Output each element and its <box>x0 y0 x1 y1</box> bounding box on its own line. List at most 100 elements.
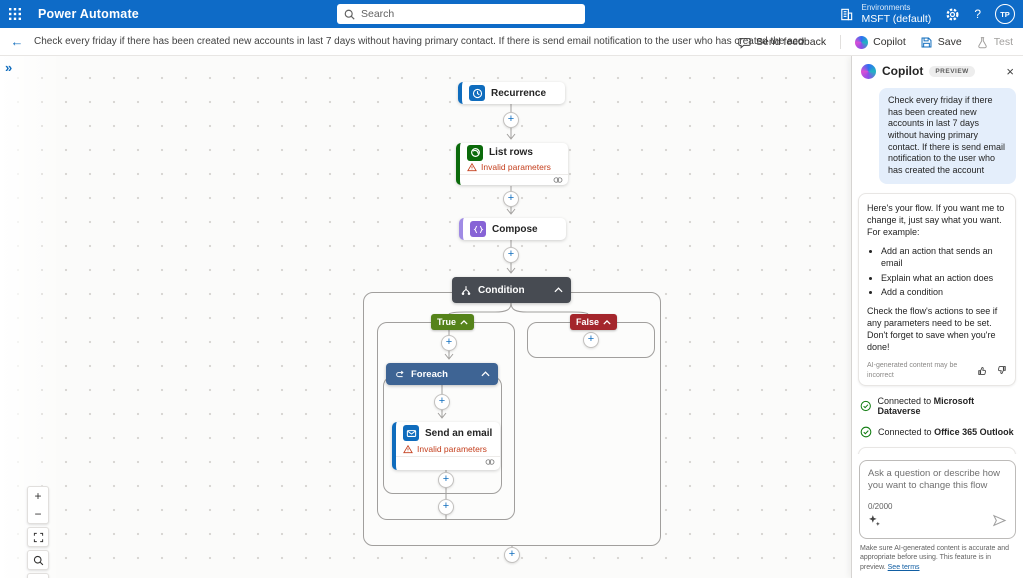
insert-action-button[interactable]: + <box>503 191 519 207</box>
insert-action-button[interactable]: + <box>434 394 450 410</box>
copilot-conversation[interactable]: Check every friday if there has been cre… <box>852 86 1023 454</box>
insert-action-button[interactable]: + <box>583 332 599 348</box>
flow-connectors <box>437 104 589 548</box>
top-app-bar: Power Automate Search Environments MSFT … <box>0 0 1023 28</box>
help-icon[interactable]: ? <box>974 7 981 21</box>
true-branch-badge[interactable]: True <box>431 314 475 330</box>
insert-action-button[interactable]: + <box>504 547 520 563</box>
ai-disclaimer-row: AI-generated content may be incorrect <box>867 361 1007 380</box>
condition-node[interactable]: Condition <box>452 277 571 303</box>
search-input[interactable]: Search <box>337 4 585 24</box>
invalid-parameters-warning: Invalid parameters <box>396 444 500 456</box>
input-placeholder: Ask a question or describe how you want … <box>868 468 1001 492</box>
bot-message-bubble: Here's your flow. If you want me to chan… <box>858 192 1016 387</box>
search-placeholder: Search <box>361 8 395 20</box>
test-flask-icon <box>978 36 987 48</box>
save-button[interactable]: Save <box>920 36 962 49</box>
send-feedback-button[interactable]: Send feedback <box>738 36 826 49</box>
minimap-button[interactable] <box>28 574 48 578</box>
zoom-out-button[interactable]: − <box>34 507 42 521</box>
search-icon <box>344 9 355 20</box>
close-icon[interactable]: × <box>1006 63 1014 79</box>
collapse-chevron-icon[interactable] <box>481 371 490 377</box>
connection-status-dataverse: Connected to Microsoft Dataverse <box>860 396 1014 416</box>
list-rows-node[interactable]: List rows Invalid parameters <box>456 143 568 185</box>
insert-action-button[interactable]: + <box>438 499 454 515</box>
insert-action-button[interactable]: + <box>503 247 519 263</box>
insert-action-button[interactable]: + <box>503 112 519 128</box>
feedback-icon <box>738 37 751 49</box>
insert-action-button[interactable]: + <box>438 472 454 488</box>
dataverse-icon <box>467 144 483 161</box>
suggestion-item: Explain what an action does <box>881 272 1007 284</box>
insert-action-button[interactable]: + <box>441 335 457 351</box>
connection-status-outlook: Connected to Office 365 Outlook <box>860 426 1014 438</box>
warning-triangle-icon <box>467 162 477 172</box>
copilot-logo-icon <box>861 63 876 79</box>
node-footer <box>460 174 568 185</box>
canvas-search-button[interactable] <box>28 551 48 569</box>
environment-name: MSFT (default) <box>861 12 932 25</box>
send-email-node[interactable]: Send an email Invalid parameters <box>392 422 500 470</box>
thumbs-up-icon[interactable] <box>977 365 988 376</box>
foreach-loop-icon <box>396 370 404 377</box>
zoom-in-button[interactable]: + <box>34 489 42 503</box>
collapse-chevron-icon[interactable] <box>554 287 563 293</box>
recurrence-node[interactable]: Recurrence <box>458 82 565 104</box>
flow-toolbar: ← Check every friday if there has been c… <box>0 28 1023 56</box>
check-circle-icon <box>860 401 871 412</box>
connection-link-icon[interactable] <box>485 458 495 466</box>
copilot-toggle-button[interactable]: Copilot <box>855 35 906 49</box>
user-message-bubble: Check every friday if there has been cre… <box>879 88 1016 184</box>
topbar-right-cluster: Environments MSFT (default) ? TP <box>839 0 1015 28</box>
condition-branch-icon <box>461 286 471 295</box>
recurrence-clock-icon <box>469 85 485 101</box>
outlook-email-icon <box>403 425 419 441</box>
node-footer <box>396 456 500 467</box>
expand-panel-icon[interactable]: » <box>5 60 13 75</box>
canvas-zoom-toolbar: + − <box>27 486 49 578</box>
fit-to-screen-button[interactable] <box>28 528 48 546</box>
user-avatar[interactable]: TP <box>995 4 1015 24</box>
copilot-input-box[interactable]: Ask a question or describe how you want … <box>859 460 1016 539</box>
collapse-chevron-icon[interactable] <box>603 319 611 325</box>
compose-icon <box>470 221 486 237</box>
foreach-node[interactable]: Foreach <box>386 363 498 385</box>
magnifier-icon <box>33 555 43 565</box>
send-icon[interactable] <box>992 514 1007 532</box>
copilot-title: Copilot <box>882 64 924 78</box>
suggestion-item: Add a condition <box>881 286 1007 298</box>
connection-link-icon[interactable] <box>553 176 563 184</box>
environments-label: Environments <box>861 3 911 13</box>
app-launcher-waffle-icon[interactable] <box>0 0 30 28</box>
flow-canvas[interactable]: » + + + + + + + <box>0 56 851 578</box>
collapse-chevron-icon[interactable] <box>460 319 468 325</box>
settings-gear-icon[interactable] <box>945 7 960 22</box>
toolbar-divider <box>840 35 842 49</box>
copilot-footer: Make sure AI-generated content is accura… <box>860 544 1010 571</box>
bot-outro: Check the flow's actions to see if any p… <box>867 305 998 353</box>
preview-badge: PREVIEW <box>929 65 975 77</box>
copilot-icon <box>855 35 869 49</box>
copilot-panel: Copilot PREVIEW × Check every friday if … <box>851 56 1023 578</box>
thumbs-down-icon[interactable] <box>996 365 1007 376</box>
prompt-sparkle-icon[interactable] <box>868 514 881 532</box>
back-arrow-icon[interactable]: ← <box>10 34 24 49</box>
flow-title: Check every friday if there has been cre… <box>34 36 804 47</box>
app-title: Power Automate <box>38 7 139 21</box>
bot-intro: Here's your flow. If you want me to chan… <box>867 202 1005 238</box>
setup-actions-card: To get this flow ready, finish setting u… <box>858 447 1016 454</box>
test-button[interactable]: Test <box>976 36 1013 49</box>
warning-triangle-icon <box>403 444 413 454</box>
fit-to-screen-icon <box>33 532 43 542</box>
save-icon <box>921 37 932 47</box>
environment-picker[interactable]: Environments MSFT (default) <box>839 3 932 25</box>
compose-node[interactable]: Compose <box>459 218 566 240</box>
false-branch-badge[interactable]: False <box>570 314 618 330</box>
invalid-parameters-warning: Invalid parameters <box>460 162 568 174</box>
char-counter: 0/2000 <box>868 501 893 511</box>
see-terms-link[interactable]: See terms <box>887 563 920 571</box>
environment-icon <box>841 8 853 20</box>
toolbar-actions: Send feedback Copilot Save Test <box>738 28 1013 56</box>
